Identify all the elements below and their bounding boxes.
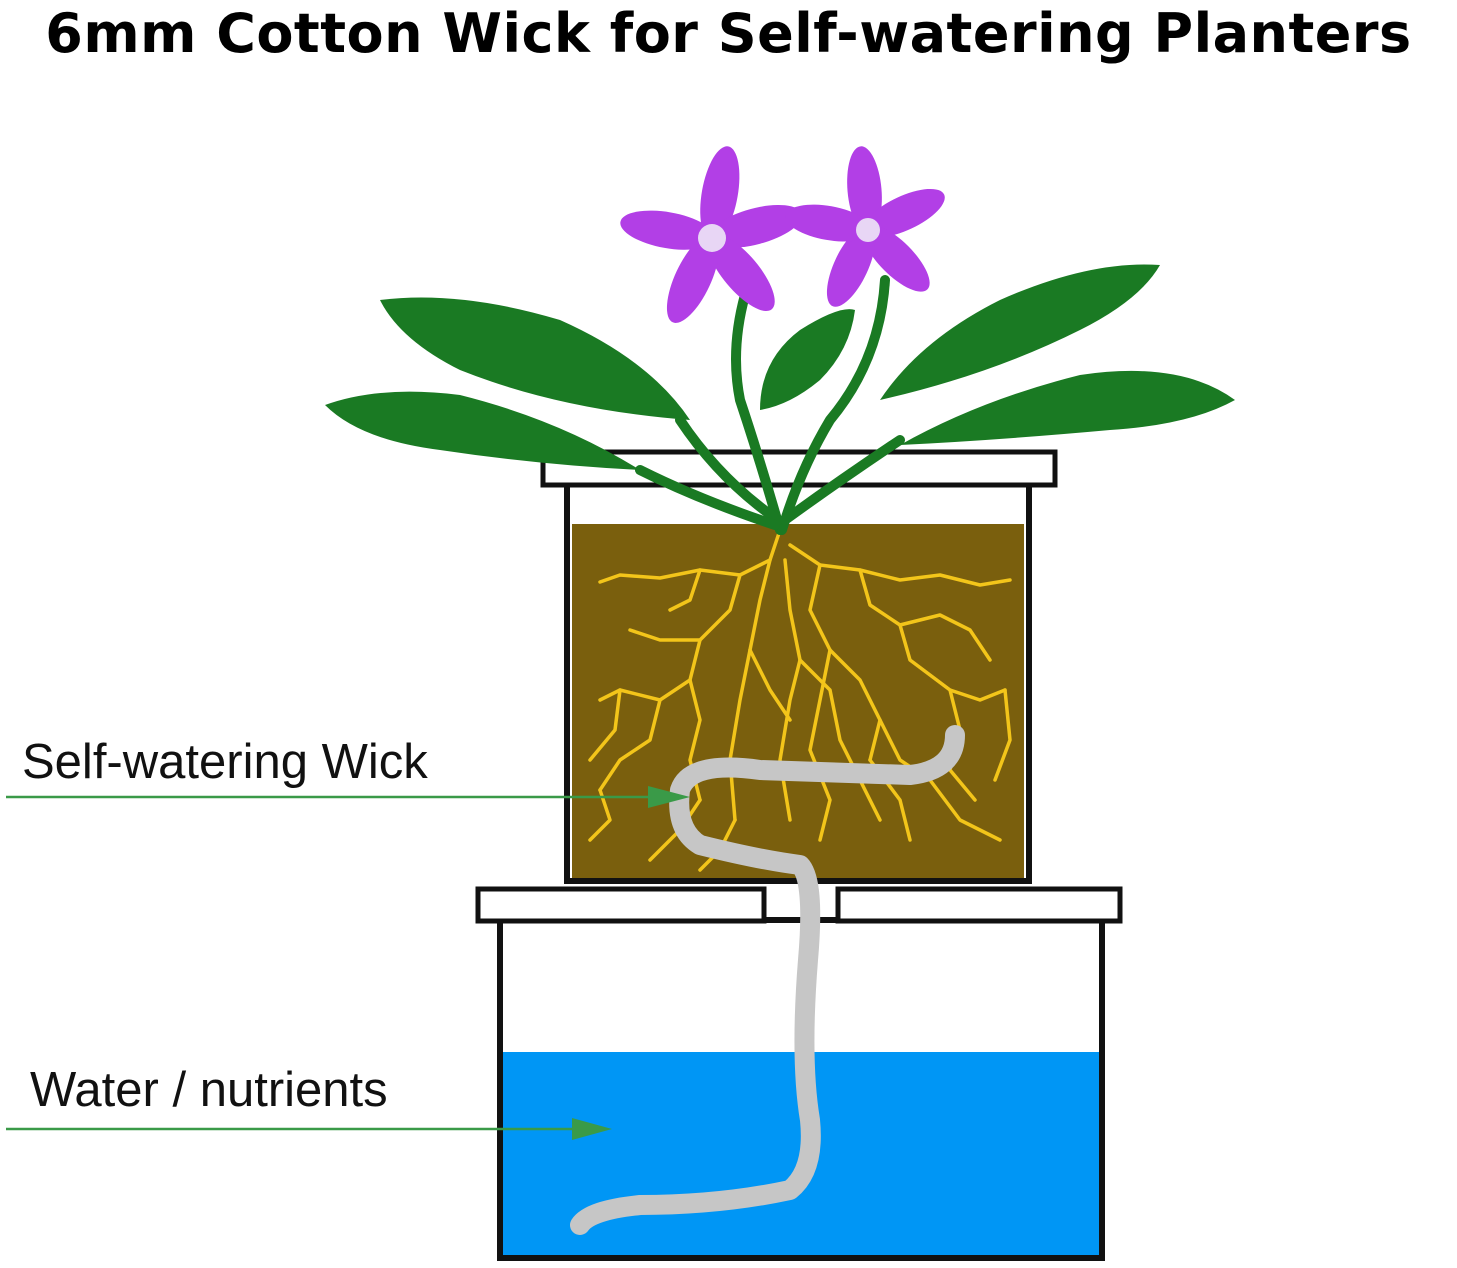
leaf-upper-right bbox=[880, 264, 1160, 400]
roots bbox=[588, 528, 1012, 872]
soil bbox=[572, 524, 1024, 878]
label-self-watering-wick: Self-watering Wick bbox=[22, 735, 428, 789]
leaf-center bbox=[760, 309, 855, 410]
arrow-icon bbox=[648, 786, 690, 808]
stems bbox=[635, 275, 905, 535]
reservoir-rim-left bbox=[475, 886, 767, 924]
leaf-lower-right bbox=[900, 370, 1235, 445]
diagram-title: 6mm Cotton Wick for Self-watering Plante… bbox=[45, 2, 1412, 65]
arrow-icon bbox=[572, 1118, 612, 1140]
leaf-upper-left bbox=[380, 297, 690, 420]
label-water-nutrients: Water / nutrients bbox=[30, 1063, 388, 1117]
callout-wick: Self-watering Wick bbox=[6, 735, 690, 808]
leaf-lower-left bbox=[325, 391, 640, 470]
callout-water: Water / nutrients bbox=[6, 1063, 612, 1140]
reservoir-rim-right bbox=[835, 886, 1123, 924]
leaves bbox=[325, 264, 1235, 470]
flower-icon bbox=[620, 146, 803, 323]
flower-icon bbox=[785, 146, 945, 307]
cotton-wick bbox=[570, 725, 965, 1235]
